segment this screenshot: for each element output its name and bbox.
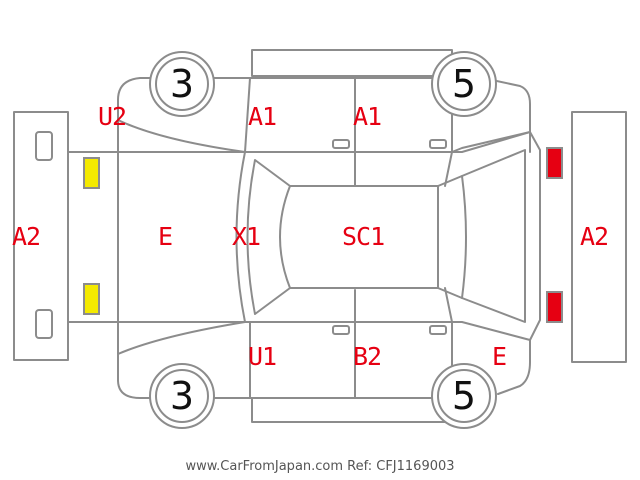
label-roof: SC1 [342, 222, 385, 251]
label-front-bumper: A2 [12, 222, 41, 251]
label-lower-front-door: U1 [248, 342, 277, 371]
wheel-rear-left-number: 5 [451, 62, 477, 106]
label-lower-rear-door: B2 [353, 342, 382, 371]
wheel-front-left-number: 3 [169, 62, 195, 106]
wheel-front-right-number: 3 [169, 374, 195, 418]
watermark-text: www.CarFromJapan.com Ref: CFJ1169003 [185, 459, 455, 474]
label-hood: E [158, 222, 173, 251]
wheel-front-right-circle [149, 363, 215, 429]
car-top-view-body [67, 131, 541, 341]
rear-light-marker-bottom [546, 291, 563, 323]
wheel-rear-right-circle [431, 363, 497, 429]
label-windshield: X1 [232, 222, 261, 251]
label-rear-bumper: A2 [580, 222, 609, 251]
front-light-marker-bottom [83, 283, 100, 315]
lower-side-body [117, 289, 531, 423]
front-light-marker-top [83, 157, 100, 189]
rear-bumper-panel [571, 111, 627, 363]
wheel-rear-left-circle [431, 51, 497, 117]
rear-light-marker-top [546, 147, 563, 179]
wheel-rear-right-number: 5 [451, 374, 477, 418]
label-upper-rear-door: A1 [353, 102, 382, 131]
wheel-front-left-circle [149, 51, 215, 117]
front-bumper-panel [13, 111, 69, 361]
label-lower-rear-quarter: E [492, 342, 507, 371]
label-upper-front-door: A1 [248, 102, 277, 131]
label-upper-front-fender: U2 [98, 102, 127, 131]
